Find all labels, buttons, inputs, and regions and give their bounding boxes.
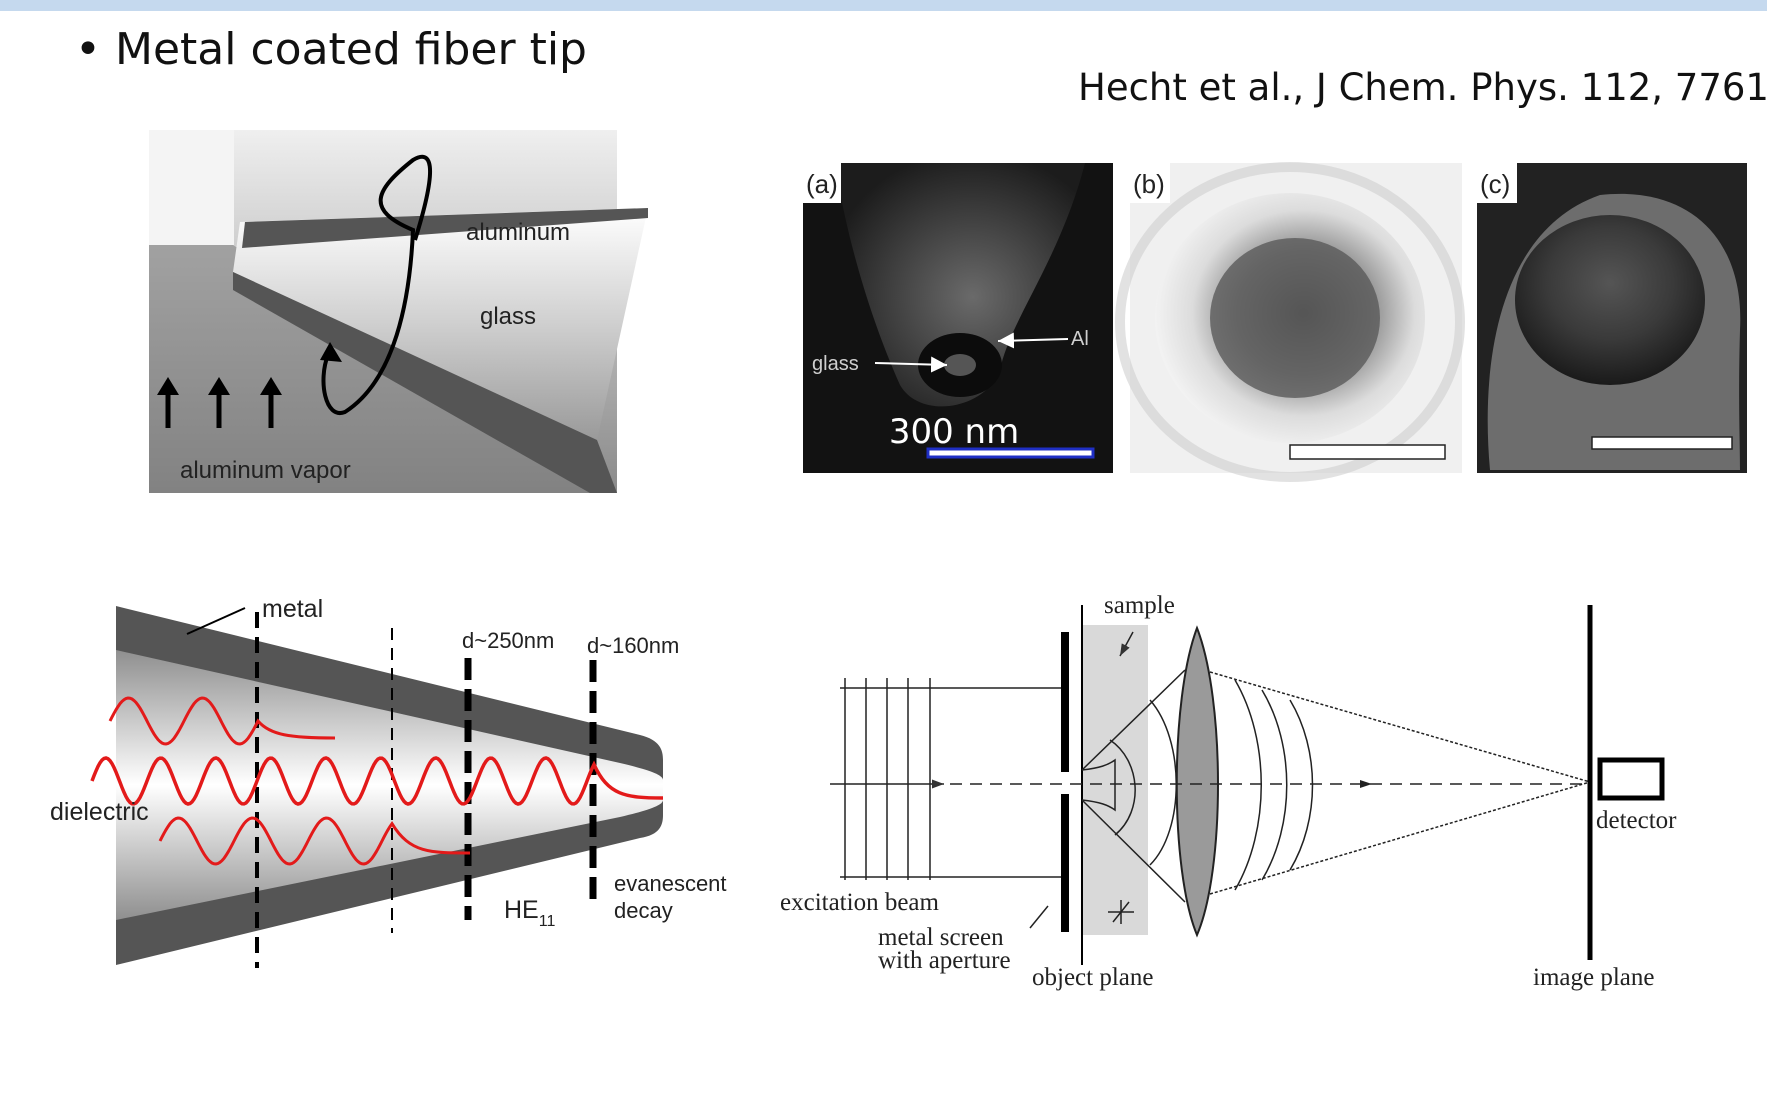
label-metal: metal — [262, 595, 323, 623]
ray-bottom — [1081, 799, 1186, 903]
al-pointer-arrow — [997, 332, 1069, 349]
sem-c-aperture — [1515, 215, 1705, 385]
mode-wave-center — [90, 756, 664, 806]
citation: Hecht et al., J Chem. Phys. 112, 7761 — [1078, 66, 1767, 109]
mode-wave-top — [108, 696, 336, 746]
fiber-stem — [149, 130, 234, 245]
far-field-wave — [1261, 689, 1288, 881]
glass-core-shape — [233, 208, 648, 440]
panel-label-bg — [1477, 163, 1517, 203]
label-detector: detector — [1596, 807, 1677, 834]
fiber-coating-figure: aluminum glass aluminum vapor — [149, 130, 648, 493]
molecule-icon — [1108, 900, 1134, 924]
vapor-arrow-icons — [157, 377, 282, 428]
label-aluminum-vapor: aluminum vapor — [180, 457, 351, 484]
label-mode-he11: HE11 — [504, 896, 555, 930]
up-arrowhead-icon — [208, 377, 230, 395]
sem-b-aperture — [1210, 238, 1380, 398]
label-object-plane: object plane — [1032, 964, 1153, 991]
dielectric-core — [116, 650, 663, 920]
label-dielectric: dielectric — [50, 798, 149, 826]
axis-arrowhead-icon — [1360, 780, 1372, 788]
aluminum-coating-top — [242, 208, 648, 248]
sem-b-ring — [1115, 162, 1465, 482]
scale-bar-c — [1591, 436, 1733, 450]
scale-bar-text: 300 nm — [889, 412, 1019, 452]
label-with-aperture: with aperture — [878, 947, 1011, 974]
bullet-symbol: • — [75, 24, 101, 75]
label-d160: d~160nm — [587, 633, 679, 658]
label-excitation-beam: excitation beam — [780, 889, 940, 916]
sem-label-glass: glass — [812, 353, 859, 375]
rotation-arrow — [321, 229, 415, 415]
up-arrowhead-icon — [157, 377, 179, 395]
near-field-wave — [1081, 758, 1116, 812]
sample-pointer — [1119, 631, 1134, 657]
rotation-loop-top — [378, 154, 433, 241]
label-aluminum: aluminum — [466, 219, 570, 246]
panel-label-b: (b) — [1133, 169, 1165, 199]
metal-pointer-line — [186, 607, 246, 635]
panel-label-a: (a) — [806, 169, 838, 199]
near-field-wave — [1109, 739, 1136, 836]
mode-wave-bottom — [158, 816, 471, 866]
sem-image-figure: (a) glass Al 300 nm (b) (c) — [803, 162, 1747, 482]
mode-name: HE — [504, 896, 539, 924]
label-evanescent: evanescent — [614, 871, 727, 896]
far-field-wave — [1234, 679, 1262, 891]
sem-aperture-glass — [944, 354, 976, 376]
aluminum-coating-bottom — [233, 272, 617, 493]
label-glass: glass — [480, 303, 536, 330]
aperture-imaging-figure: sample excitation beam metal screen with… — [780, 592, 1677, 991]
ray-converge-top — [1209, 671, 1591, 783]
tapered-waveguide-figure: metal dielectric d~250nm d~160nm HE11 ev… — [50, 595, 727, 968]
scale-bar-a — [926, 447, 1095, 459]
mode-subscript: 11 — [539, 913, 556, 930]
lens — [1175, 625, 1219, 938]
glass-pointer-arrow — [874, 356, 948, 373]
label-image-plane: image plane — [1533, 964, 1654, 991]
panel-label-c: (c) — [1480, 169, 1510, 199]
title-bar-accent — [0, 0, 1767, 11]
near-field-wave — [1149, 699, 1177, 866]
ray-converge-bottom — [1209, 781, 1591, 895]
up-arrowhead-icon — [260, 377, 282, 395]
bullet-line: • Metal coated fiber tip — [75, 24, 587, 75]
label-metal-screen: metal screen — [878, 924, 1004, 951]
far-field-wave — [1289, 699, 1314, 871]
label-sample: sample — [1104, 592, 1175, 619]
scale-bar-b — [1289, 444, 1446, 460]
ray-top — [1081, 669, 1186, 771]
label-decay: decay — [614, 898, 673, 923]
label-d250: d~250nm — [462, 628, 554, 653]
panel-label-bg — [1130, 163, 1170, 203]
rotation-arrowhead — [320, 342, 342, 362]
panel-label-bg — [803, 163, 841, 203]
sem-label-al: Al — [1071, 328, 1089, 350]
screen-pointer — [1029, 905, 1049, 929]
sem-tip-shape — [835, 163, 1085, 407]
detector-box — [1597, 757, 1665, 801]
bullet-text: Metal coated fiber tip — [115, 24, 587, 75]
